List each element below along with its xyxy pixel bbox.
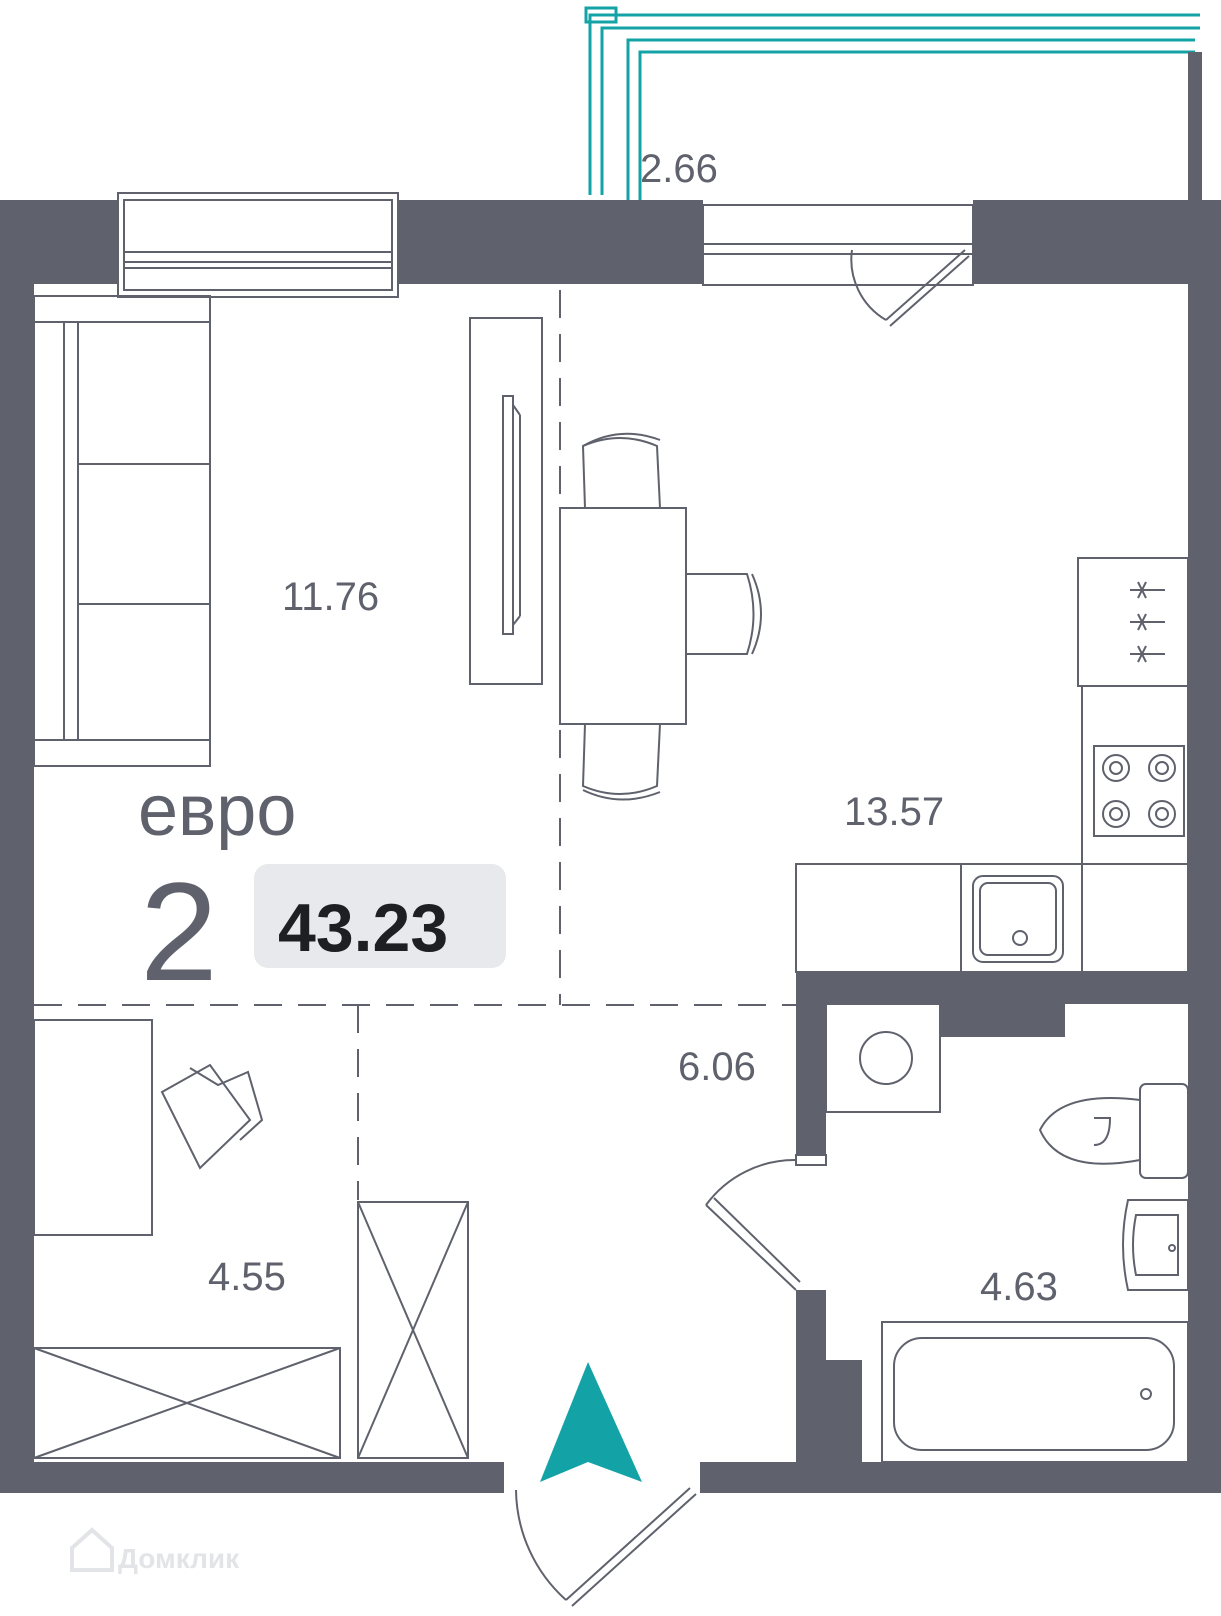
wall-bath-left-lower bbox=[796, 1290, 826, 1462]
area-badge-bg bbox=[254, 864, 506, 968]
kitchen-set bbox=[795, 557, 1189, 973]
area-study: 4.55 bbox=[208, 1255, 286, 1299]
bathtub bbox=[881, 1321, 1189, 1463]
wall-top-mid bbox=[398, 200, 703, 284]
windows bbox=[117, 192, 974, 327]
walls bbox=[0, 200, 1221, 1493]
wardrobe-2 bbox=[357, 1201, 469, 1459]
total-area: 43.23 bbox=[278, 890, 448, 966]
area-balcony: 2.66 bbox=[640, 147, 718, 191]
type-word: евро bbox=[138, 771, 296, 851]
washing-machine bbox=[825, 1003, 941, 1113]
furniture bbox=[33, 295, 1189, 1607]
watermark-text: Домклик bbox=[118, 1543, 240, 1574]
watermark-house-icon bbox=[70, 1527, 114, 1572]
area-bathroom: 4.63 bbox=[980, 1265, 1058, 1309]
entrance-arrow-icon bbox=[540, 1362, 642, 1482]
wall-bottom-right bbox=[700, 1462, 1221, 1493]
rooms-count: 2 bbox=[140, 853, 218, 1010]
wardrobe-1 bbox=[33, 1347, 341, 1459]
sink bbox=[1122, 1199, 1189, 1291]
balcony bbox=[584, 6, 1202, 200]
hob-marks bbox=[1130, 581, 1165, 663]
entrance-door bbox=[515, 1487, 697, 1607]
tv-stand bbox=[469, 317, 543, 685]
watermark: Домклик bbox=[70, 1527, 240, 1574]
wall-bath-left-upper bbox=[796, 972, 826, 1155]
wall-top-right bbox=[973, 200, 1221, 284]
area-hall: 6.06 bbox=[678, 1045, 756, 1089]
bathroom-door bbox=[705, 1154, 827, 1291]
area-kitchen: 13.57 bbox=[844, 790, 944, 834]
toilet bbox=[1038, 1083, 1189, 1179]
sofa bbox=[33, 295, 211, 767]
wall-left bbox=[0, 200, 34, 1493]
study-desk bbox=[33, 1019, 264, 1236]
wall-right bbox=[1188, 200, 1221, 1493]
area-living: 11.76 bbox=[282, 575, 379, 619]
wall-bath-jut bbox=[826, 1360, 862, 1462]
dining-table bbox=[559, 432, 762, 801]
wall-bottom-left bbox=[0, 1462, 504, 1493]
wall-bath-notch bbox=[940, 972, 1065, 1037]
